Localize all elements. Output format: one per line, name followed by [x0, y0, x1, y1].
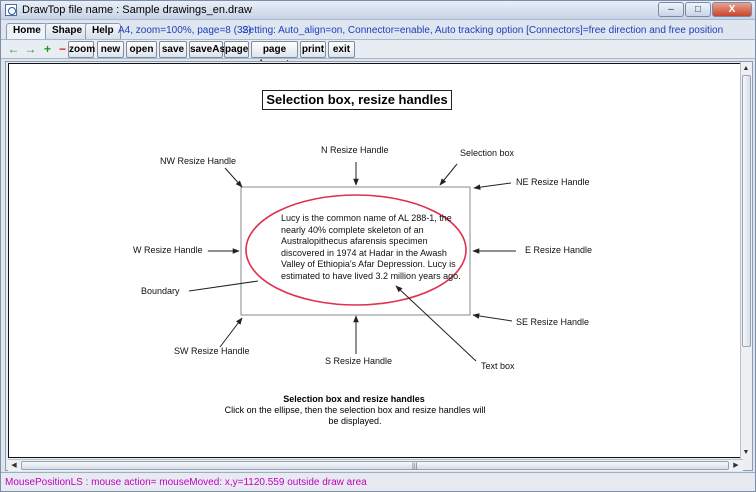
- label-ne-resize-handle: NE Resize Handle: [516, 177, 590, 187]
- maximize-button[interactable]: □: [685, 2, 711, 17]
- back-arrow-icon[interactable]: ←: [7, 42, 20, 56]
- horizontal-scrollbar[interactable]: ◀ ||| ▶: [8, 459, 743, 471]
- label-n-resize-handle: N Resize Handle: [321, 145, 389, 155]
- app-logo-icon: [5, 4, 17, 16]
- label-boundary: Boundary: [141, 286, 180, 296]
- diagram-graphics: [188, 162, 516, 362]
- arrow-sw: [219, 317, 243, 348]
- new-button[interactable]: new: [97, 41, 124, 58]
- horizontal-scroll-thumb[interactable]: |||: [21, 461, 729, 470]
- label-text-box: Text box: [481, 361, 515, 371]
- save-as-button[interactable]: saveAs: [189, 41, 225, 58]
- minimize-button[interactable]: –: [658, 2, 684, 17]
- draw-canvas[interactable]: Selection box, resize handles: [8, 63, 743, 458]
- ellipse-shape[interactable]: [245, 194, 467, 306]
- drawing-title[interactable]: Selection box, resize handles: [262, 90, 452, 110]
- draw-area-frame: Selection box, resize handles: [5, 61, 753, 471]
- close-button[interactable]: X: [712, 2, 752, 17]
- exit-button[interactable]: exit: [328, 41, 355, 58]
- tab-shape[interactable]: Shape: [45, 23, 90, 39]
- window-title: DrawTop file name : Sample drawings_en.d…: [22, 4, 252, 16]
- label-selection-box: Selection box: [460, 148, 515, 158]
- status-bar: MousePositionLS : mouse action= mouseMov…: [1, 472, 755, 491]
- print-button[interactable]: print: [300, 41, 326, 58]
- label-e-resize-handle: E Resize Handle: [525, 245, 593, 255]
- vertical-scroll-thumb[interactable]: [742, 75, 751, 347]
- arrow-boundary: [188, 280, 259, 292]
- scroll-up-icon[interactable]: ▲: [742, 65, 750, 72]
- window-controls: – □ X: [657, 2, 752, 18]
- scroll-right-icon[interactable]: ▶: [733, 462, 739, 469]
- zoom-button[interactable]: zoom: [68, 41, 95, 58]
- ellipse-text-box[interactable]: Lucy is the common name of AL 288-1, the…: [281, 213, 461, 281]
- vertical-scrollbar[interactable]: ▲ ▼: [740, 62, 752, 460]
- scroll-left-icon[interactable]: ◀: [11, 462, 17, 469]
- arrow-ne: [473, 182, 512, 190]
- arrow-nw: [224, 167, 243, 188]
- page-info: A4, zoom=100%, page=8 (32): [118, 25, 252, 36]
- page-layout-button[interactable]: page layout: [251, 41, 298, 70]
- selection-box[interactable]: [240, 186, 471, 316]
- label-w-resize-handle: W Resize Handle: [133, 245, 203, 255]
- scroll-down-icon[interactable]: ▼: [742, 449, 750, 456]
- zoom-in-icon[interactable]: +: [43, 42, 51, 56]
- title-bar[interactable]: DrawTop file name : Sample drawings_en.d…: [1, 1, 755, 20]
- zoom-out-icon[interactable]: −: [58, 42, 66, 56]
- save-button[interactable]: save: [159, 41, 187, 58]
- arrow-selection-box: [439, 163, 458, 186]
- status-text: MousePositionLS : mouse action= mouseMov…: [5, 477, 367, 488]
- arrow-se: [472, 313, 513, 322]
- setting-info: Setting: Auto_align=on, Connector=enable…: [242, 25, 724, 36]
- label-se-resize-handle: SE Resize Handle: [516, 317, 590, 327]
- forward-arrow-icon[interactable]: →: [24, 42, 37, 56]
- toolbar: ← → + − zoom new open save saveAs page p…: [1, 39, 755, 70]
- menu-bar: Home Shape Help A4, zoom=100%, page=8 (3…: [1, 21, 755, 39]
- tab-home[interactable]: Home: [6, 23, 48, 39]
- label-sw-resize-handle: SW Resize Handle: [174, 346, 250, 356]
- page-button[interactable]: page: [224, 41, 249, 58]
- open-button[interactable]: open: [126, 41, 157, 58]
- label-nw-resize-handle: NW Resize Handle: [160, 156, 237, 166]
- label-s-resize-handle: S Resize Handle: [325, 356, 393, 366]
- caption-description: Click on the ellipse, then the selection…: [224, 405, 486, 426]
- scroll-grip-icon: |||: [412, 463, 418, 470]
- tab-help[interactable]: Help: [85, 23, 121, 39]
- arrow-text-box: [395, 285, 477, 362]
- caption-title: Selection box and resize handles: [283, 394, 425, 404]
